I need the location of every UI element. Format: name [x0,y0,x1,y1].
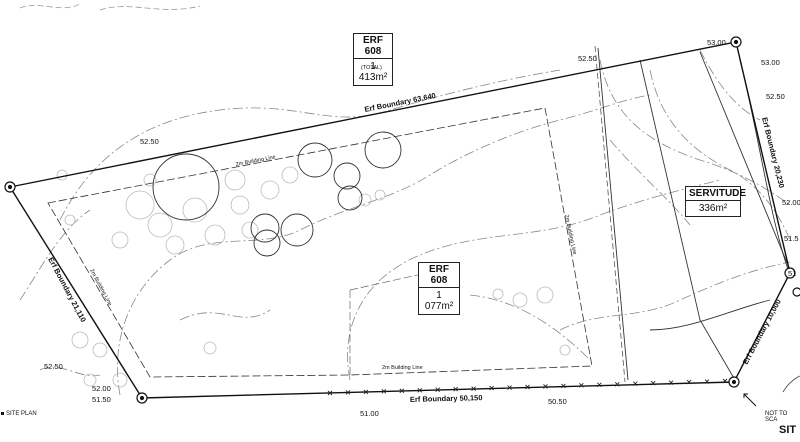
fence-marker [507,385,512,390]
fence-marker [668,380,674,385]
servitude-lines [597,47,791,381]
erf-boundary [8,41,791,399]
fence-marker [596,382,602,388]
spot-height: 53.00 [707,38,726,47]
spot-height: 51 [788,269,796,278]
fence-marker [417,387,423,393]
fence-marker [614,381,620,387]
erf-total-box: ERF 608 1 413m² [353,33,393,86]
erf-total-title: ERF 608 [354,34,392,59]
boundary-pegs [4,36,800,404]
fence-marker [561,383,566,389]
servitude-title: SERVITUDE [686,187,746,201]
existing-trees [152,131,402,257]
erf-building-box: ERF 608 1 077m² [418,262,460,315]
north-arrow [743,393,757,407]
building-line [47,107,593,378]
fence-marker [327,390,333,396]
boundary-label-west: Erf Boundary 21,110 [46,256,88,324]
servitude-box: SERVITUDE 336m² [685,186,746,217]
fence-marker [381,389,387,394]
servitude-area: 336m² [698,203,728,214]
boundary-label-south: Erf Boundary 50,150 [410,393,483,404]
fence-marker [399,388,405,394]
fence-marker [650,380,656,386]
erf-building-area: 1 077m² [424,290,454,312]
site-plan-marker [1,411,4,415]
spot-height: 52.00 [92,384,111,393]
building-line-label-west: 2m Building Line [88,268,112,307]
erf-building-title: ERF 608 [419,263,459,288]
building-line-label-south: 2m Building Line [382,365,423,371]
fence-marker [579,383,584,388]
boundary-label-east-upper: Erf Boundary 20,230 [760,116,786,189]
top-contour-fragment [19,3,201,11]
fence-marker [345,390,351,395]
spot-height: 53.00 [761,58,780,67]
fence-marker [543,384,548,389]
building-line-label-east: 2m Building Line [563,214,577,255]
boundary-label-east-lower: Erf Boundary 10,000 [741,298,783,366]
inner-dashed-setback [349,269,441,375]
fence-marker [471,386,476,391]
not-to-scale-label: NOT TO SCA [765,411,788,423]
fence-marker [435,387,441,393]
fence-marker [363,389,369,395]
site-plan-text: SITE PLAN [6,411,37,417]
erf-total-area: 1 413m² [358,61,388,83]
building-line-label-north: 2m Building Line [235,154,276,168]
spot-height: 52.00 [782,198,800,207]
boundary-label-north: Erf Boundary 63,640 [364,91,437,114]
fence-markers [327,378,728,396]
spot-height: 52.50 [578,54,597,63]
spot-height: 51.50 [92,395,111,404]
fence-marker [722,378,728,384]
background-vegetation [56,166,571,388]
fence-marker [686,379,692,385]
site-cut-label: SIT [779,424,797,436]
spot-height: 51.5 [784,234,799,243]
spot-height: 52.50 [44,362,63,371]
erf-total-note: (TOTAL) [361,65,382,71]
fence-marker [489,385,494,391]
right-edge-fragment [782,375,800,393]
fence-marker [632,381,638,387]
spot-height: 52.50 [766,92,785,101]
site-plan-label: SITE PLAN [1,411,37,417]
spot-height: 50.50 [548,397,567,406]
spot-heights: 52.50 52.50 53.00 53.00 52.50 52.00 51.5… [44,38,800,418]
fence-marker [525,384,530,390]
fence-marker [453,386,459,392]
spot-height: 51.00 [360,409,379,418]
spot-height: 52.50 [140,137,159,146]
fence-marker [704,379,710,384]
servitude-dashed-line [594,45,626,383]
